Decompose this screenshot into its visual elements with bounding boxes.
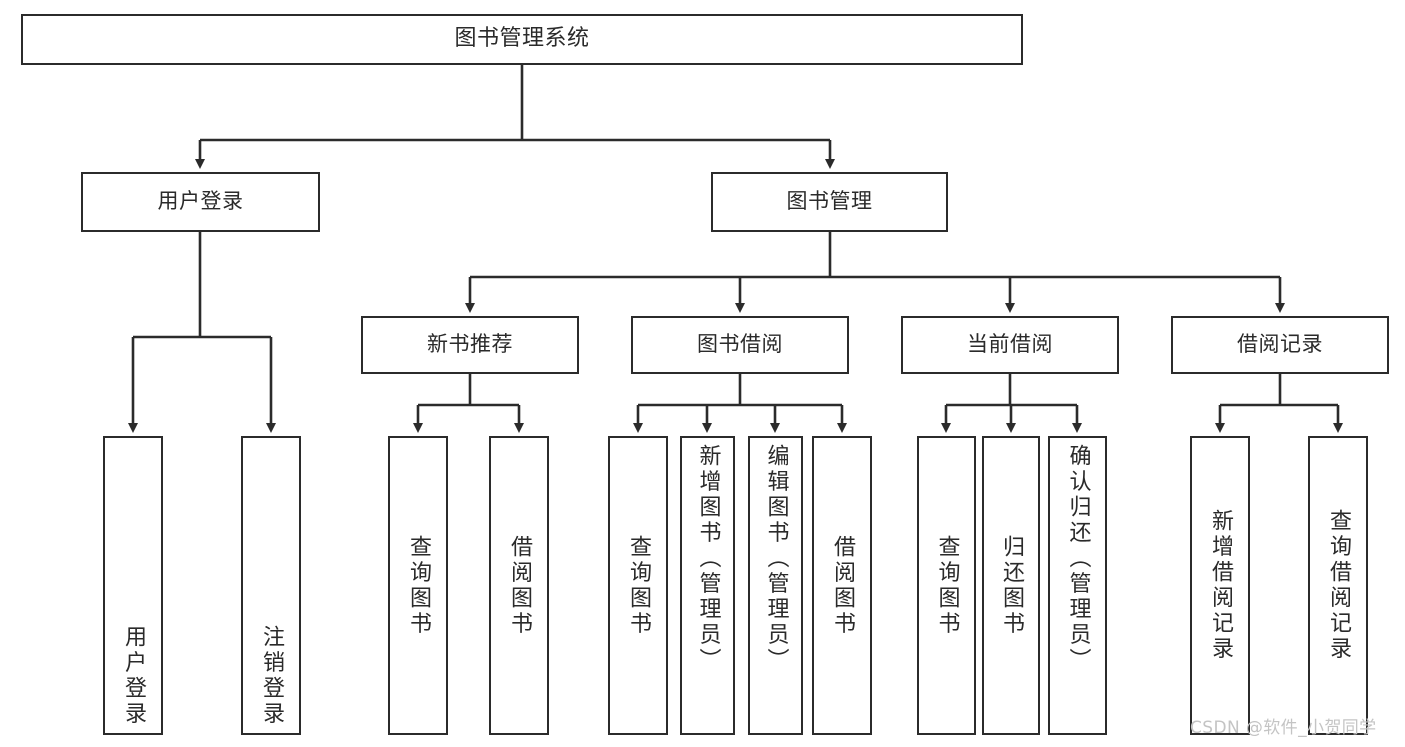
node-label: 编辑图书（管理员） [763,444,789,674]
node-label: 注销登录 [259,625,284,727]
leaf-query-borrow-record[interactable]: 查询借阅记录 [1308,436,1368,735]
leaf-user-login[interactable]: 用户登录 [103,436,163,735]
leaf-add-book-admin[interactable]: 新增图书（管理员） [680,436,735,735]
leaf-query-book-current[interactable]: 查询图书 [917,436,976,735]
node-label: 图书管理 [786,189,873,214]
node-label: 借阅图书 [830,534,855,637]
node-current-borrow[interactable]: 当前借阅 [901,316,1119,374]
leaf-return-book[interactable]: 归还图书 [982,436,1040,735]
node-label: 查询图书 [406,534,431,637]
node-label: 图书管理系统 [454,26,590,52]
leaf-confirm-return-admin[interactable]: 确认归还（管理员） [1048,436,1107,735]
leaf-logout[interactable]: 注销登录 [241,436,301,735]
node-label: 查询借阅记录 [1326,509,1351,662]
node-label: 新书推荐 [427,332,513,357]
leaf-query-book-borrow[interactable]: 查询图书 [608,436,668,735]
node-label: 新增图书（管理员） [695,444,721,674]
node-root-system[interactable]: 图书管理系统 [21,14,1023,65]
leaf-borrow-book-borrow[interactable]: 借阅图书 [812,436,872,735]
node-label: 借阅记录 [1237,332,1323,357]
leaf-borrow-book-recommend[interactable]: 借阅图书 [489,436,549,735]
node-new-book-recommend[interactable]: 新书推荐 [361,316,579,374]
node-label: 新增借阅记录 [1208,509,1233,662]
node-label: 图书借阅 [697,332,783,357]
leaf-edit-book-admin[interactable]: 编辑图书（管理员） [748,436,803,735]
node-borrow-record[interactable]: 借阅记录 [1171,316,1389,374]
node-user-login[interactable]: 用户登录 [81,172,320,232]
node-book-borrow[interactable]: 图书借阅 [631,316,849,374]
node-label: 查询图书 [934,534,960,637]
node-label: 查询图书 [626,534,651,637]
leaf-query-book-recommend[interactable]: 查询图书 [388,436,448,735]
watermark-text: CSDN @软件_小贺同学 [1190,718,1377,738]
node-label: 确认归还（管理员） [1065,444,1091,674]
node-label: 当前借阅 [967,332,1053,357]
node-label: 借阅图书 [507,534,532,637]
node-book-manage[interactable]: 图书管理 [711,172,948,232]
node-label: 归还图书 [999,534,1024,637]
node-label: 用户登录 [157,189,244,214]
node-label: 用户登录 [121,625,146,727]
leaf-add-borrow-record[interactable]: 新增借阅记录 [1190,436,1250,735]
